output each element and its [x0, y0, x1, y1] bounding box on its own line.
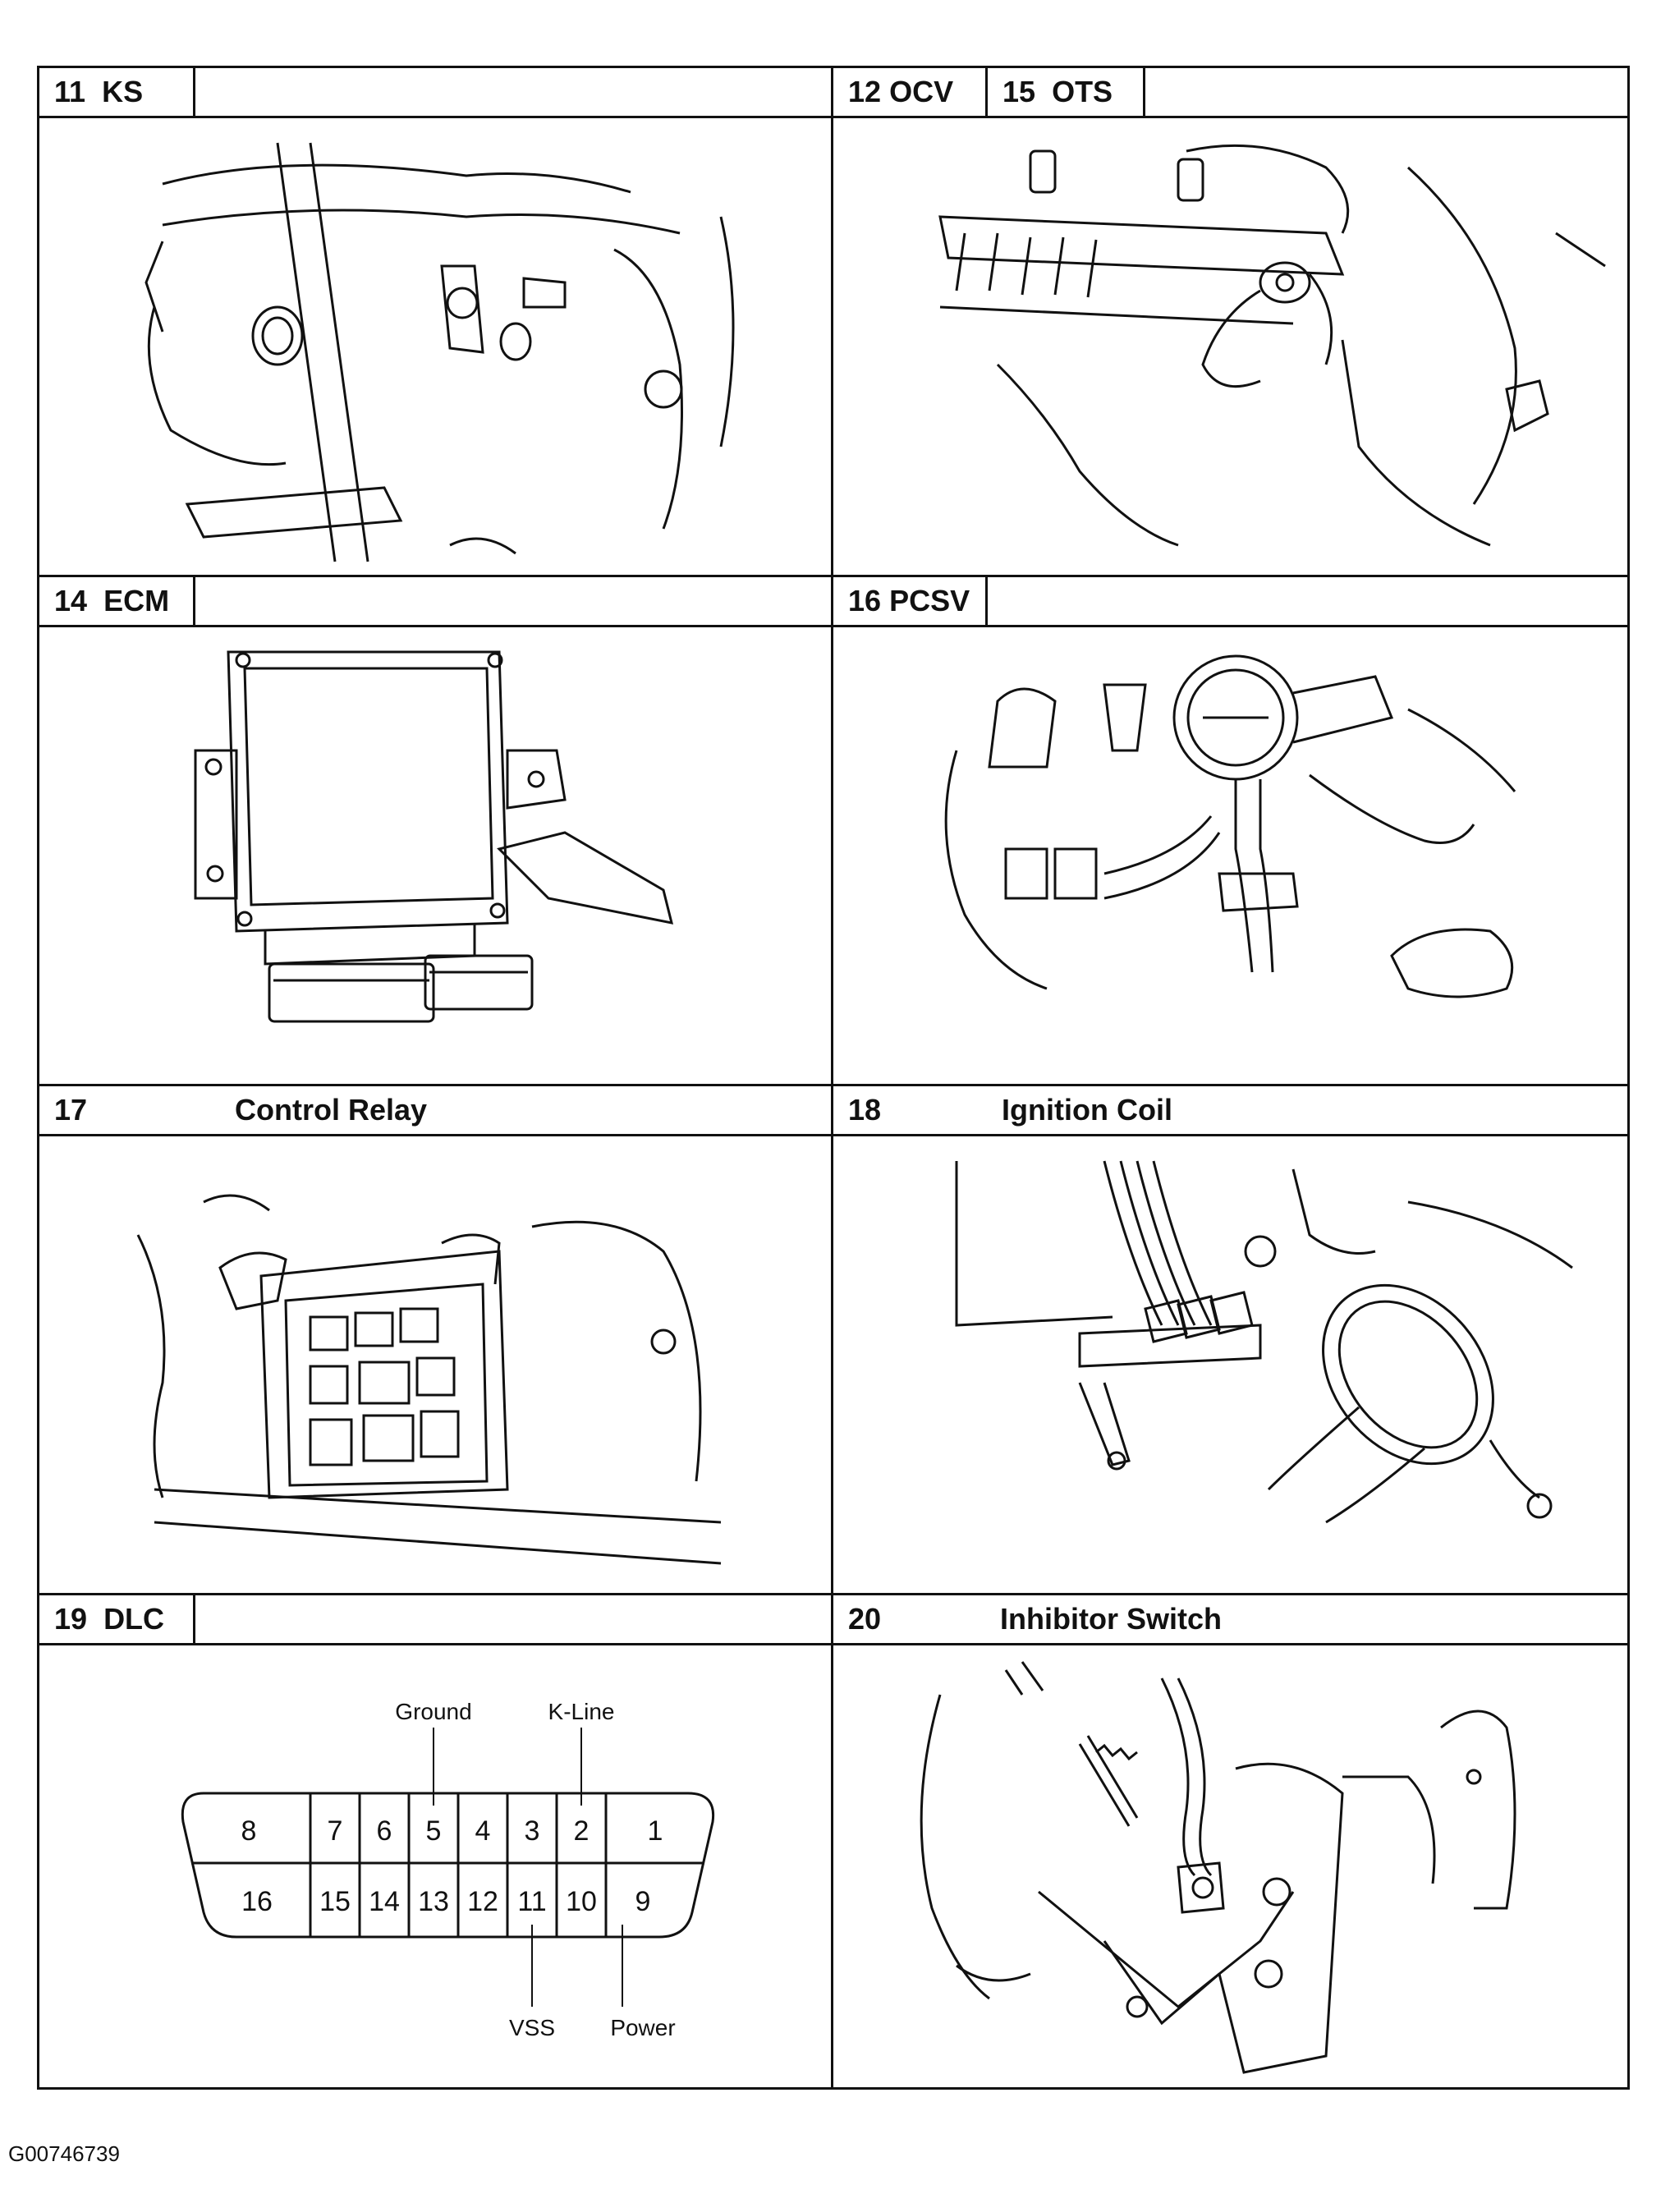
panel-title-box: 11 KS: [39, 68, 195, 116]
row-divider: [39, 575, 1627, 577]
panel-header: 19 DLC: [39, 1595, 831, 1645]
panel-number: 20: [848, 1602, 882, 1636]
panel-name-secondary: OTS: [1052, 75, 1113, 108]
dlc-pin: 8: [241, 1815, 257, 1847]
panel-ecm: 14 ECM: [39, 577, 831, 1086]
panel-name: Inhibitor Switch: [1000, 1602, 1222, 1636]
panel-number-secondary: 15: [1002, 75, 1036, 108]
panel-header: 17 Control Relay: [39, 1086, 831, 1136]
panel-title-box: 16 PCSV: [833, 577, 988, 625]
panel-number: 19: [54, 1602, 88, 1636]
panel-title-box: 12 OCV: [833, 68, 988, 116]
panel-header: 20 Inhibitor Switch: [833, 1595, 1630, 1645]
dlc-pin: 15: [319, 1886, 351, 1917]
panel-name: ECM: [103, 584, 170, 617]
panel-number: 16: [848, 584, 882, 617]
purge-control-solenoid-valve-illustration: [833, 627, 1630, 1086]
engine-control-module-illustration: [39, 627, 831, 1086]
panel-title-box-secondary: 15 OTS: [988, 68, 1145, 116]
panel-header: 11 KS: [39, 68, 831, 118]
panel-dlc: 19 DLC 8 7 6 5 4 3 2 1 16 15: [39, 1595, 831, 2090]
ground-label: Ground: [395, 1699, 471, 1724]
dlc-connector-illustration: 8 7 6 5 4 3 2 1 16 15 14 13 12 11 10 9: [39, 1645, 831, 2090]
dlc-pin: 2: [574, 1815, 590, 1847]
dlc-pin: 4: [475, 1815, 491, 1847]
relay-box-illustration: [39, 1136, 831, 1595]
dlc-pin: 12: [467, 1886, 498, 1917]
panel-header: 16 PCSV: [833, 577, 1630, 627]
vss-label: VSS: [509, 2015, 555, 2040]
kline-label: K-Line: [548, 1699, 615, 1724]
dlc-pin: 11: [517, 1886, 546, 1917]
panel-header: 14 ECM: [39, 577, 831, 627]
dlc-pin: 10: [566, 1886, 597, 1917]
panel-name: DLC: [103, 1602, 165, 1636]
ignition-coil-illustration: [833, 1136, 1630, 1595]
panel-header: 12 OCV 15 OTS: [833, 68, 1630, 118]
panel-number: 18: [848, 1093, 882, 1127]
dlc-pin: 7: [328, 1815, 343, 1847]
panel-header: 18 Ignition Coil: [833, 1086, 1630, 1136]
knock-sensor-illustration: [39, 118, 831, 577]
oil-control-valve-illustration: [833, 118, 1630, 577]
panel-ks: 11 KS: [39, 68, 831, 577]
dlc-pin: 13: [418, 1886, 449, 1917]
column-divider: [831, 68, 833, 2087]
dlc-pin: 14: [369, 1886, 400, 1917]
inhibitor-switch-illustration: [833, 1645, 1630, 2090]
dlc-pin: 3: [525, 1815, 540, 1847]
panel-pcsv: 16 PCSV: [833, 577, 1630, 1086]
dlc-pin: 6: [377, 1815, 392, 1847]
panel-number: 14: [54, 584, 88, 617]
panel-name: PCSV: [889, 584, 970, 617]
panel-title-box: 14 ECM: [39, 577, 195, 625]
panel-ocv-ots: 12 OCV 15 OTS: [833, 68, 1630, 577]
panel-number: 17: [54, 1093, 88, 1127]
panel-number: 11: [54, 75, 86, 108]
panel-number: 12: [848, 75, 882, 108]
panel-name: OCV: [889, 75, 954, 108]
panel-name: Ignition Coil: [1002, 1093, 1172, 1127]
power-label: Power: [610, 2015, 675, 2040]
row-divider: [39, 1593, 1627, 1595]
row-divider: [39, 1084, 1627, 1086]
diagram-grid: 11 KS 1: [37, 66, 1630, 2090]
panel-name: Control Relay: [235, 1093, 428, 1127]
dlc-pin: 16: [241, 1886, 273, 1917]
figure-code: G00746739: [8, 2141, 120, 2166]
panel-name: KS: [102, 75, 144, 108]
panel-ignition-coil: 18 Ignition Coil: [833, 1086, 1630, 1595]
dlc-pin: 1: [648, 1815, 663, 1847]
panel-inhibitor-switch: 20 Inhibitor Switch: [833, 1595, 1630, 2090]
panel-control-relay: 17 Control Relay: [39, 1086, 831, 1595]
dlc-pin: 9: [635, 1886, 651, 1917]
panel-title-box: 19 DLC: [39, 1595, 195, 1643]
dlc-pin: 5: [426, 1815, 442, 1847]
